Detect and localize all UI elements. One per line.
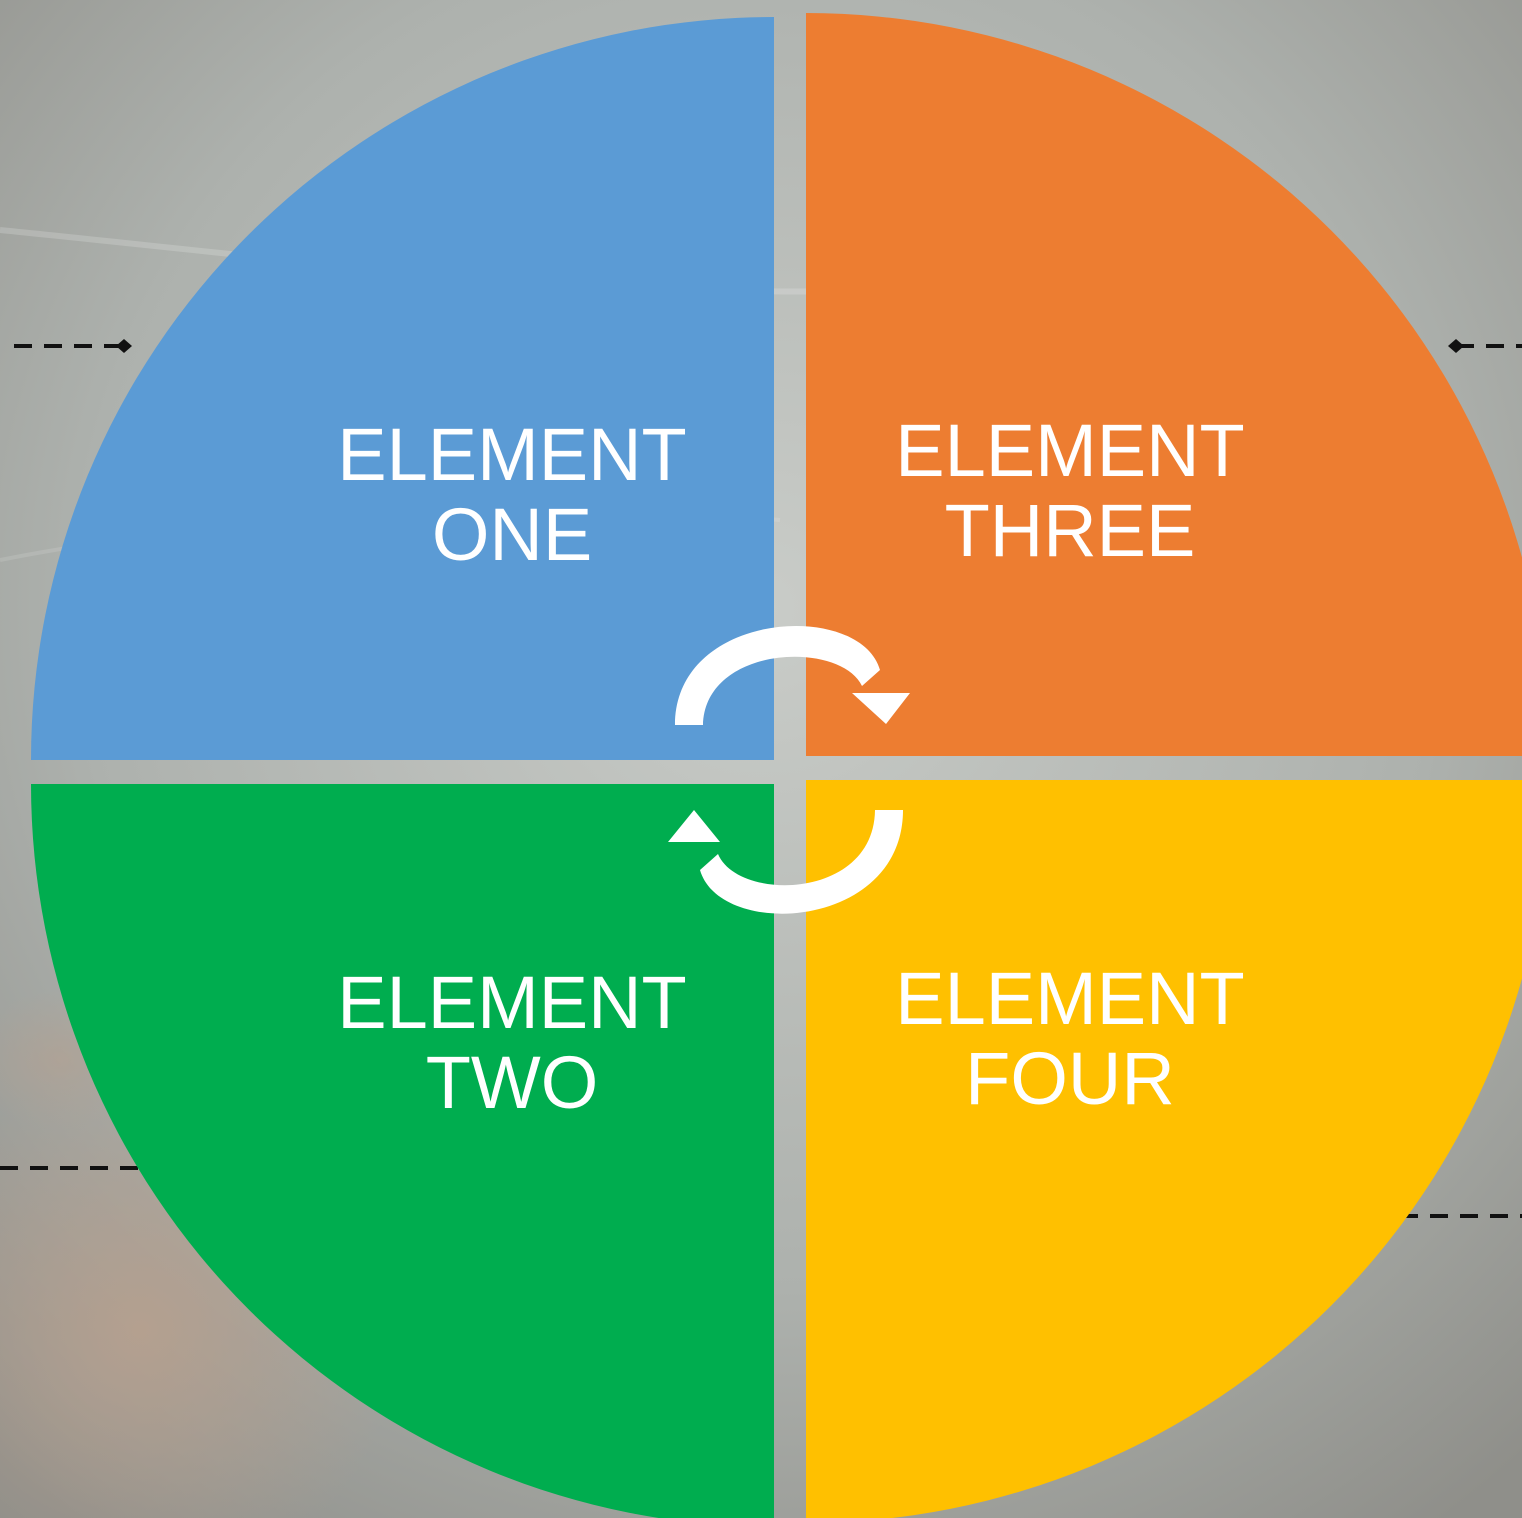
quadrant-element-two[interactable]: [31, 784, 774, 1518]
connector-diamond-left: [116, 339, 132, 353]
quadrant-element-three[interactable]: [806, 13, 1522, 756]
label-element-one-line2: ONE: [432, 493, 592, 576]
cycle-arrow-bottom-icon: [668, 810, 903, 914]
label-element-three-line2: THREE: [945, 489, 1196, 572]
label-element-four-line1: ELEMENT: [895, 957, 1245, 1040]
quadrants: [31, 13, 1522, 1518]
label-element-two-line2: TWO: [426, 1041, 599, 1124]
connector-dots: [116, 339, 1464, 353]
cycle-arrow-top-icon: [675, 625, 910, 725]
quadrant-labels: ELEMENT ONE ELEMENT THREE ELEMENT TWO EL…: [337, 409, 1245, 1124]
connector-lines: [0, 344, 1522, 1218]
label-element-one-line1: ELEMENT: [337, 413, 687, 496]
label-element-three-line1: ELEMENT: [895, 409, 1245, 492]
cycle-arrows: [668, 625, 910, 914]
quadrant-element-four[interactable]: [806, 780, 1522, 1518]
connector-diamond-right: [1448, 339, 1464, 353]
label-element-four-line2: FOUR: [965, 1037, 1175, 1120]
label-element-two-line1: ELEMENT: [337, 961, 687, 1044]
quadrant-element-one[interactable]: [31, 17, 774, 760]
